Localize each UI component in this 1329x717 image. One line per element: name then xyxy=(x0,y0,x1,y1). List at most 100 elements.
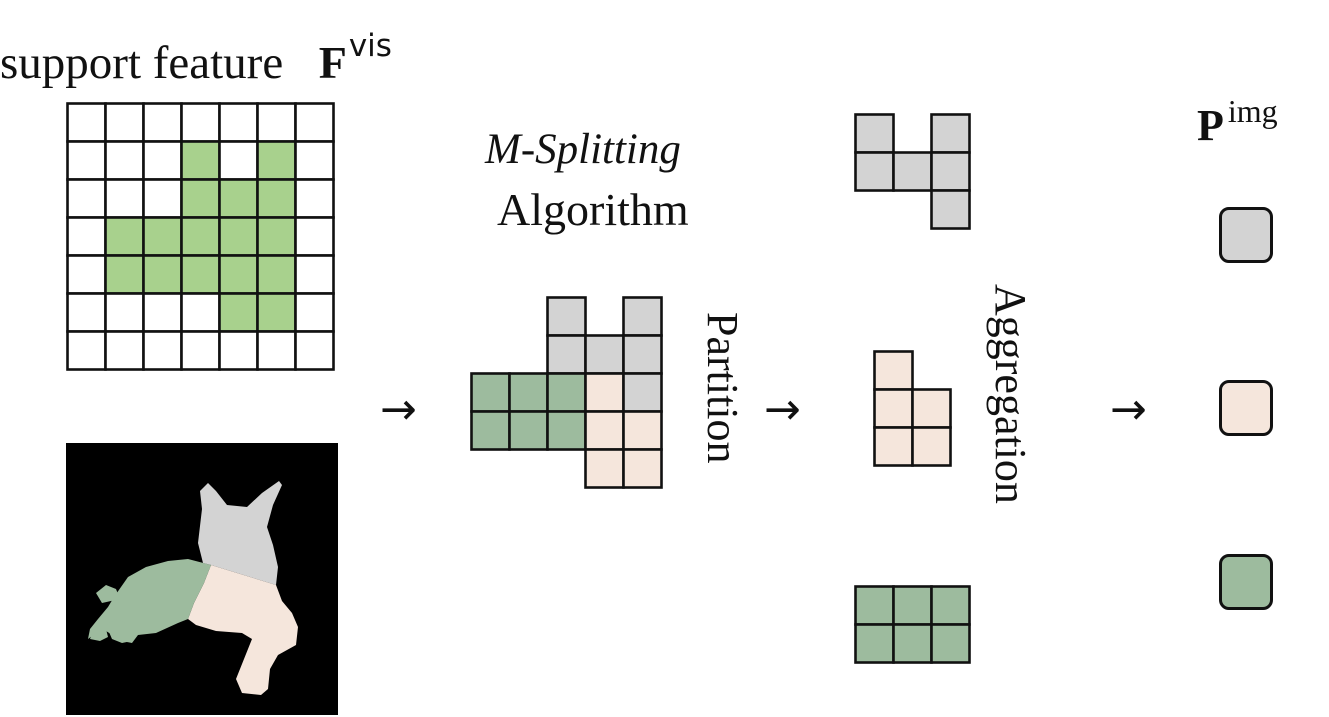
grid-cell xyxy=(218,330,259,371)
region-cell xyxy=(584,372,625,413)
part-cell xyxy=(911,388,952,429)
region-grid xyxy=(470,296,663,489)
cat-tail xyxy=(96,585,120,603)
region-cell xyxy=(622,334,663,375)
support-feature-symbol: F xyxy=(318,37,347,88)
grid-cell xyxy=(180,254,221,295)
feature-grid xyxy=(66,102,335,371)
algorithm-word: Algorithm xyxy=(497,184,689,235)
region-cell xyxy=(584,410,625,451)
part-green xyxy=(854,585,971,664)
part-cell xyxy=(873,426,914,467)
grid-cell xyxy=(104,254,145,295)
grid-cell xyxy=(104,178,145,219)
cat-paw-left xyxy=(106,619,132,643)
prototypes-superscript: img xyxy=(1227,93,1278,129)
grid-cell xyxy=(294,254,335,295)
prototype-peach xyxy=(1219,380,1273,436)
grid-cell xyxy=(218,140,259,181)
grid-cell xyxy=(66,102,107,143)
grid-cell xyxy=(256,102,297,143)
arrow-to-algorithm: → xyxy=(380,384,417,435)
part-cell xyxy=(892,585,933,626)
part-cell xyxy=(873,388,914,429)
part-gray xyxy=(854,113,971,230)
part-cell xyxy=(930,623,971,664)
support-feature-superscript: vis xyxy=(348,28,392,64)
grid-cell xyxy=(180,102,221,143)
grid-cell xyxy=(218,216,259,257)
cat-back-paw xyxy=(90,629,108,641)
part-cell xyxy=(930,113,971,154)
grid-cell xyxy=(104,102,145,143)
arrow-to-parts: → xyxy=(764,384,801,435)
grid-cell xyxy=(180,292,221,333)
grid-cell xyxy=(256,216,297,257)
part-cell xyxy=(892,151,933,192)
part-cell xyxy=(854,113,895,154)
region-cell xyxy=(470,372,511,413)
region-cell xyxy=(622,410,663,451)
grid-cell xyxy=(256,178,297,219)
grid-cell xyxy=(294,216,335,257)
grid-cell xyxy=(294,292,335,333)
region-cell xyxy=(546,372,587,413)
grid-cell xyxy=(180,178,221,219)
grid-cell xyxy=(256,140,297,181)
part-cell xyxy=(873,350,914,391)
part-cell xyxy=(911,426,952,467)
part-cell xyxy=(854,623,895,664)
prototype-green xyxy=(1219,554,1273,610)
region-cell xyxy=(508,410,549,451)
support-feature-text: support feature xyxy=(0,37,284,89)
grid-cell xyxy=(104,330,145,371)
region-cell xyxy=(546,334,587,375)
grid-cell xyxy=(294,330,335,371)
prototypes-symbol: P xyxy=(1197,101,1224,150)
arrow-to-prototypes: → xyxy=(1110,384,1147,435)
grid-cell xyxy=(294,102,335,143)
aggregation-label: Aggregation xyxy=(986,284,1035,504)
grid-cell xyxy=(66,178,107,219)
grid-cell xyxy=(66,254,107,295)
region-cell xyxy=(584,334,625,375)
grid-cell xyxy=(104,216,145,257)
region-cell xyxy=(622,372,663,413)
grid-cell xyxy=(180,216,221,257)
algorithm-name: M-Splitting xyxy=(485,126,681,173)
grid-cell xyxy=(142,254,183,295)
grid-cell xyxy=(142,330,183,371)
grid-cell xyxy=(104,292,145,333)
part-cell xyxy=(930,151,971,192)
grid-cell xyxy=(142,178,183,219)
prototype-gray xyxy=(1219,207,1273,263)
grid-cell xyxy=(294,140,335,181)
region-cell xyxy=(546,296,587,337)
region-cell xyxy=(546,410,587,451)
grid-cell xyxy=(218,292,259,333)
part-cell xyxy=(930,189,971,230)
region-cell xyxy=(622,296,663,337)
partition-label: Partition xyxy=(698,312,747,464)
part-cell xyxy=(892,623,933,664)
grid-cell xyxy=(180,140,221,181)
grid-cell xyxy=(142,216,183,257)
part-cell xyxy=(854,151,895,192)
grid-cell xyxy=(180,330,221,371)
grid-cell xyxy=(218,102,259,143)
region-cell xyxy=(584,448,625,489)
grid-cell xyxy=(256,254,297,295)
part-peach xyxy=(873,350,952,467)
cat-body-right xyxy=(188,565,298,695)
grid-cell xyxy=(294,178,335,219)
cat-mask-image xyxy=(66,443,338,715)
grid-cell xyxy=(142,140,183,181)
grid-cell xyxy=(66,216,107,257)
grid-cell xyxy=(104,140,145,181)
part-cell xyxy=(930,585,971,626)
grid-cell xyxy=(218,254,259,295)
grid-cell xyxy=(66,140,107,181)
grid-cell xyxy=(66,292,107,333)
